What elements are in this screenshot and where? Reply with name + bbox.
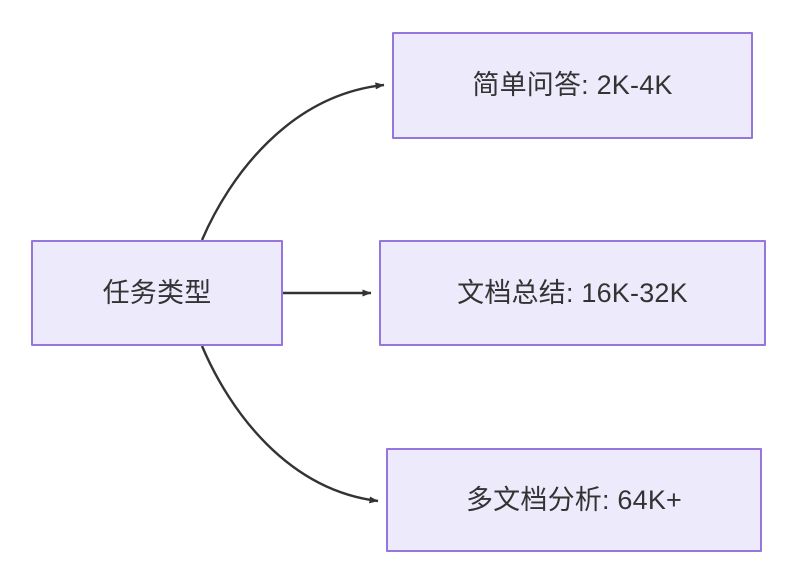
node-task-type-label: 任务类型 (102, 277, 212, 308)
node-task-type[interactable]: 任务类型 (31, 240, 283, 346)
node-doc-summary[interactable]: 文档总结: 16K-32K (379, 240, 766, 346)
edge-root-to-simple-qa (200, 82, 385, 241)
node-simple-qa-label: 简单问答: 2K-4K (472, 70, 673, 101)
edge-root-to-multidoc-analysis (200, 345, 379, 504)
node-multidoc-analysis[interactable]: 多文档分析: 64K+ (386, 448, 762, 552)
node-doc-summary-label: 文档总结: 16K-32K (457, 277, 688, 308)
node-simple-qa[interactable]: 简单问答: 2K-4K (392, 32, 753, 139)
node-multidoc-analysis-label: 多文档分析: 64K+ (465, 484, 682, 515)
